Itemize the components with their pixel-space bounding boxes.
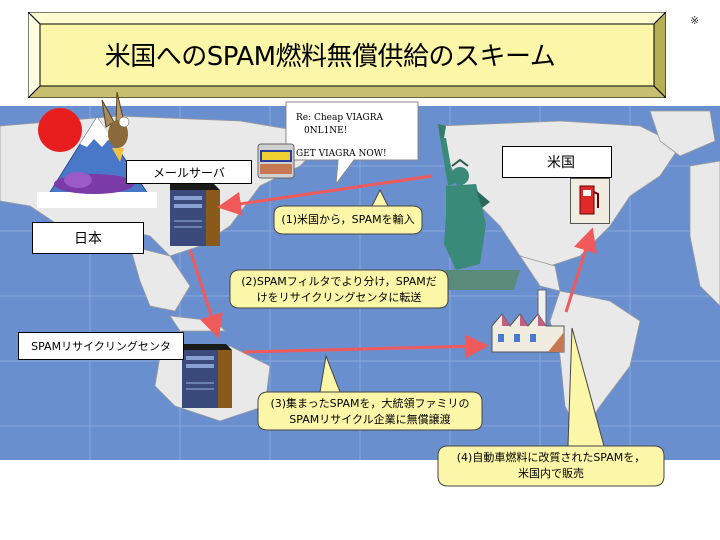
mt-fuji-icon [37, 108, 157, 208]
step-1-text: (1)米国から，SPAMを輸入 [281, 213, 415, 226]
step-2-line2: けをリサイクリングセンタに転送 [256, 291, 422, 304]
title-banner [28, 12, 666, 98]
step-3-line2: SPAMリサイクル企業に無償譲渡 [289, 413, 451, 426]
factory-icon [491, 289, 565, 353]
recycling-server-icon [182, 344, 232, 408]
step-2-line1: (2)SPAMフィルタでより分け，SPAMだ [241, 275, 437, 288]
step-4-line2: 米国内で販売 [518, 467, 584, 480]
eagle-icon [101, 92, 130, 162]
recycling-center-label: SPAMリサイクリングセンタ [18, 332, 184, 360]
mail-server-label: メールサーバ [126, 160, 252, 184]
email-line2: 0NL1NE! [304, 126, 348, 136]
gas-pump-icon [579, 185, 599, 215]
spam-can-icon [257, 143, 295, 179]
page-title: 米国へのSPAM燃料無償供給のスキーム [104, 41, 556, 72]
spam-email-callout [285, 101, 419, 186]
mail-server-icon [170, 184, 220, 246]
email-body: GET VIAGRA NOW! [296, 149, 387, 159]
japan-label: 日本 [32, 222, 144, 254]
step-4-line1: (4)自動車燃料に改質されたSPAMを， [456, 451, 646, 464]
usa-label: 米国 [502, 146, 612, 178]
corner-mark: ※ [690, 14, 700, 27]
step-3-line1: (3)集まったSPAMを，大統領ファミリの [270, 397, 470, 410]
email-subject: Re: Cheap VIAGRA [296, 113, 384, 123]
